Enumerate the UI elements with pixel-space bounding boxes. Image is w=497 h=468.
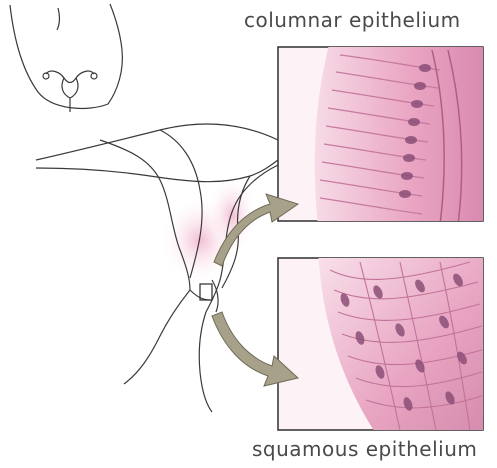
columnar-epithelium-panel xyxy=(278,40,483,230)
focus-box xyxy=(200,284,212,300)
torso-outline xyxy=(10,4,122,108)
squamous-epithelium-label: squamous epithelium xyxy=(252,437,477,461)
squamous-epithelium-panel xyxy=(278,250,483,440)
columnar-epithelium-label: columnar epithelium xyxy=(244,8,461,32)
cervix-illustration xyxy=(36,124,278,412)
uterus-small-icon xyxy=(43,71,97,112)
